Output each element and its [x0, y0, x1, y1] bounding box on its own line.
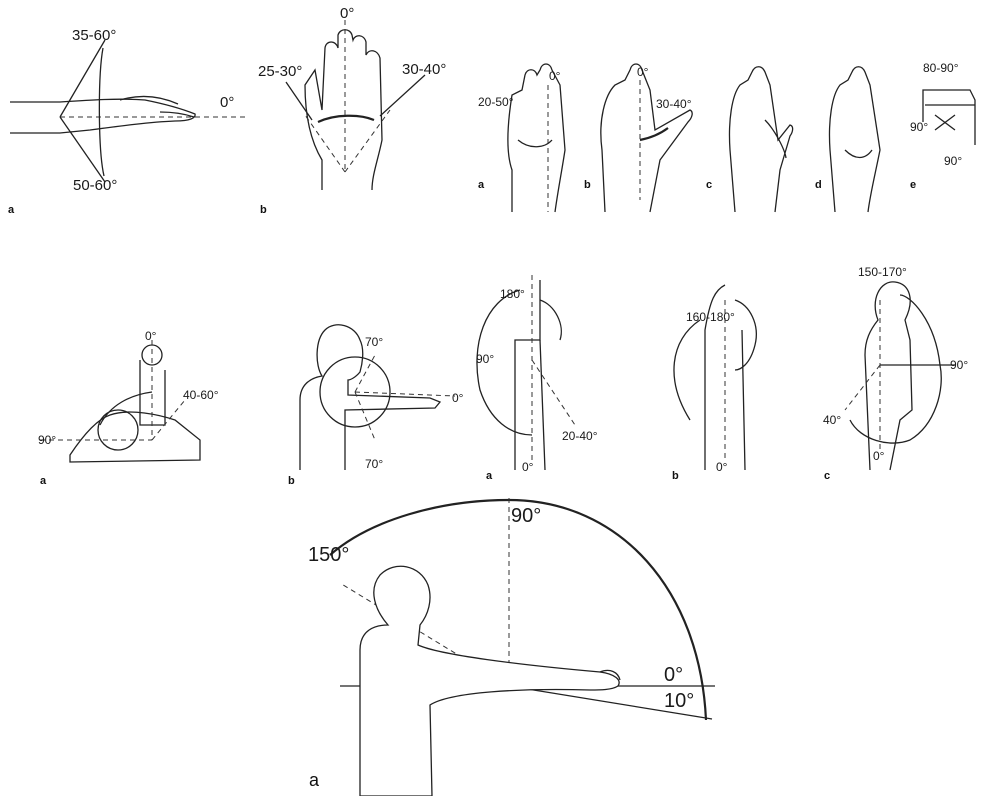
fig4a-neutral-angle-label: 0°: [145, 330, 156, 342]
fig1-panel-letter: a: [8, 205, 14, 216]
fig4a-external-rotation-label: 90°: [38, 434, 56, 446]
fig5c-neutral-angle-label: 0°: [873, 450, 884, 462]
fig6-extension-angle-label: 10°: [664, 691, 694, 711]
fig6-panel-letter: a: [309, 771, 319, 789]
fig6-shoulder-flexion-large-drawing: [330, 498, 715, 796]
fig3e-flexion-angle-label: 80-90°: [923, 62, 959, 74]
fig5a-extension-angle-label: 20-40°: [562, 430, 598, 442]
fig3-panel-letter-e: e: [910, 180, 916, 191]
fig5-shoulder-flexion-drawings: [477, 275, 955, 470]
fig3a-neutral-angle-label: 0°: [549, 70, 560, 82]
fig6-flexion-angle-label: 150°: [308, 545, 349, 565]
fig2-hand-dorsal-drawing: [286, 20, 425, 190]
fig1-neutral-angle-label: 0°: [220, 95, 234, 110]
fig5c-elevation-angle-label: 150-170°: [858, 266, 907, 278]
fig2-panel-letter: b: [260, 205, 267, 216]
fig1-flexion-angle-label: 50-60°: [73, 178, 117, 193]
fig6-neutral-angle-label: 0°: [664, 665, 683, 685]
fig4-panel-letter-b: b: [288, 476, 295, 487]
fig3-thumb-drawings: [508, 64, 975, 212]
fig6-vertical-angle-label: 90°: [511, 506, 541, 526]
fig5a-neutral-angle-label: 0°: [522, 461, 533, 473]
fig3b-neutral-angle-label: 0°: [637, 66, 648, 78]
fig2-ulnar-deviation-label: 30-40°: [402, 62, 446, 77]
fig3b-extension-angle-label: 30-40°: [656, 98, 692, 110]
fig5a-mid-angle-label: 90°: [476, 353, 494, 365]
fig3-panel-letter-a: a: [478, 180, 484, 191]
fig4b-lower-angle-label: 70°: [365, 458, 383, 470]
fig5a-flexion-angle-label: 180°: [500, 288, 525, 300]
fig4b-neutral-angle-label: 0°: [452, 392, 463, 404]
fig2-radial-deviation-label: 25-30°: [258, 64, 302, 79]
fig5b-elevation-angle-label: 160-180°: [686, 311, 735, 323]
fig1-extension-angle-label: 35-60°: [72, 28, 116, 43]
fig4a-internal-rotation-label: 40-60°: [183, 389, 219, 401]
fig4b-upper-angle-label: 70°: [365, 336, 383, 348]
fig1-wrist-side-drawing: [10, 40, 245, 182]
fig5-panel-letter-a: a: [486, 471, 492, 482]
fig4-shoulder-rotation-drawings: [40, 325, 455, 470]
fig5b-neutral-angle-label: 0°: [716, 461, 727, 473]
fig4-panel-letter-a: a: [40, 476, 46, 487]
fig3a-abduction-angle-label: 20-50°: [478, 96, 514, 108]
fig5-panel-letter-c: c: [824, 471, 830, 482]
fig5c-mid-angle-label: 90°: [950, 359, 968, 371]
fig5-panel-letter-b: b: [672, 471, 679, 482]
fig3-panel-letter-d: d: [815, 180, 822, 191]
fig2-neutral-angle-label: 0°: [340, 6, 354, 21]
fig3e-bottom-angle-label: 90°: [944, 155, 962, 167]
fig5c-extension-angle-label: 40°: [823, 414, 841, 426]
fig3-panel-letter-b: b: [584, 180, 591, 191]
fig3-panel-letter-c: c: [706, 180, 712, 191]
fig3e-left-angle-label: 90°: [910, 121, 928, 133]
